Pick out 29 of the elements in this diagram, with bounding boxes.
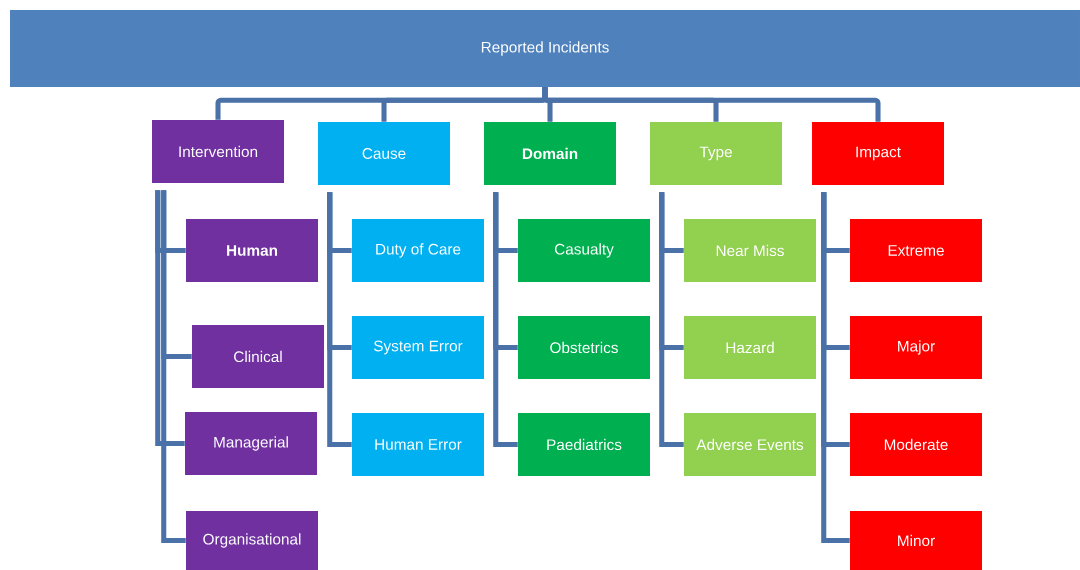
connector-line [327, 192, 352, 448]
item-box: Near Miss [684, 219, 816, 282]
item-box: Paediatrics [518, 413, 650, 476]
category-box: Intervention [152, 120, 284, 183]
item-box: Extreme [850, 219, 982, 282]
item-box: Minor [850, 511, 982, 570]
connector-line [659, 192, 684, 448]
item-box: Managerial [185, 412, 317, 475]
item-box: Clinical [192, 325, 324, 388]
item-box: Moderate [850, 413, 982, 476]
item-box: Human [186, 219, 318, 282]
category-box: Domain [484, 122, 616, 185]
connector-line [493, 192, 518, 448]
item-box: Duty of Care [352, 219, 484, 282]
category-box: Type [650, 122, 782, 185]
category-box: Cause [318, 122, 450, 185]
category-box: Impact [812, 122, 944, 185]
connector-line [821, 192, 850, 544]
connector-line [161, 190, 186, 544]
connector-line [155, 190, 185, 447]
item-box: Adverse Events [684, 413, 816, 476]
item-box: Human Error [352, 413, 484, 476]
item-box: System Error [352, 316, 484, 379]
item-box: Major [850, 316, 982, 379]
title-banner: Reported Incidents [10, 10, 1080, 87]
item-box: Obstetrics [518, 316, 650, 379]
item-box: Casualty [518, 219, 650, 282]
item-box: Organisational [186, 511, 318, 570]
item-box: Hazard [684, 316, 816, 379]
